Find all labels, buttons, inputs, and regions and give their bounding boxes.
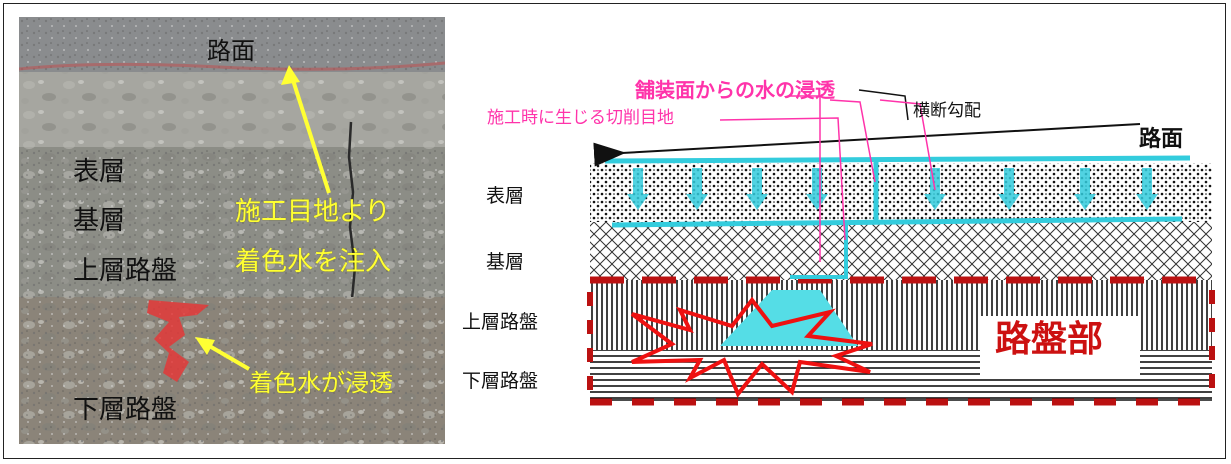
damage-burst [630, 296, 873, 398]
seepage-label: 着色水が浸透 [249, 369, 393, 397]
base-section-label: 路盤部 [995, 319, 1104, 360]
binder-course-layer [590, 222, 1212, 280]
joint-label: 施工時に生じる切削目地 [487, 108, 674, 128]
photo-layer-binder: 基層 [73, 206, 126, 236]
cross-slope-arrow [593, 123, 1141, 167]
injection-label-line1: 施工目地より [235, 197, 391, 227]
injection-label-line2: 着色水を注入 [235, 247, 392, 277]
photo-layer-surface: 表層 [73, 157, 126, 187]
cross-slope-label: 横断勾配 [913, 101, 981, 121]
diagram-layer-surface: 表層 [486, 185, 525, 207]
photo-layer-upper-base: 上層路盤 [73, 256, 178, 286]
diagram-surface-label: 路面 [1139, 127, 1184, 152]
pavement-cross-section-photo: 路面 表層 基層 上層路盤 下層路盤 施工目地より 着色水を注入 着色水が浸透 [19, 17, 445, 444]
photo-image [19, 17, 445, 444]
photo-surface-label: 路面 [207, 37, 255, 65]
water-accumulation [720, 290, 858, 346]
diagram-layer-upper-base: 上層路盤 [462, 311, 539, 333]
photo-layer-lower-base: 下層路盤 [73, 395, 178, 425]
surface-course-layer [590, 163, 1212, 222]
infiltration-label: 舗装面からの水の浸透 [635, 78, 835, 102]
diagram-layer-lower-base: 下層路盤 [462, 370, 539, 392]
diagram-layer-binder: 基層 [486, 251, 525, 273]
